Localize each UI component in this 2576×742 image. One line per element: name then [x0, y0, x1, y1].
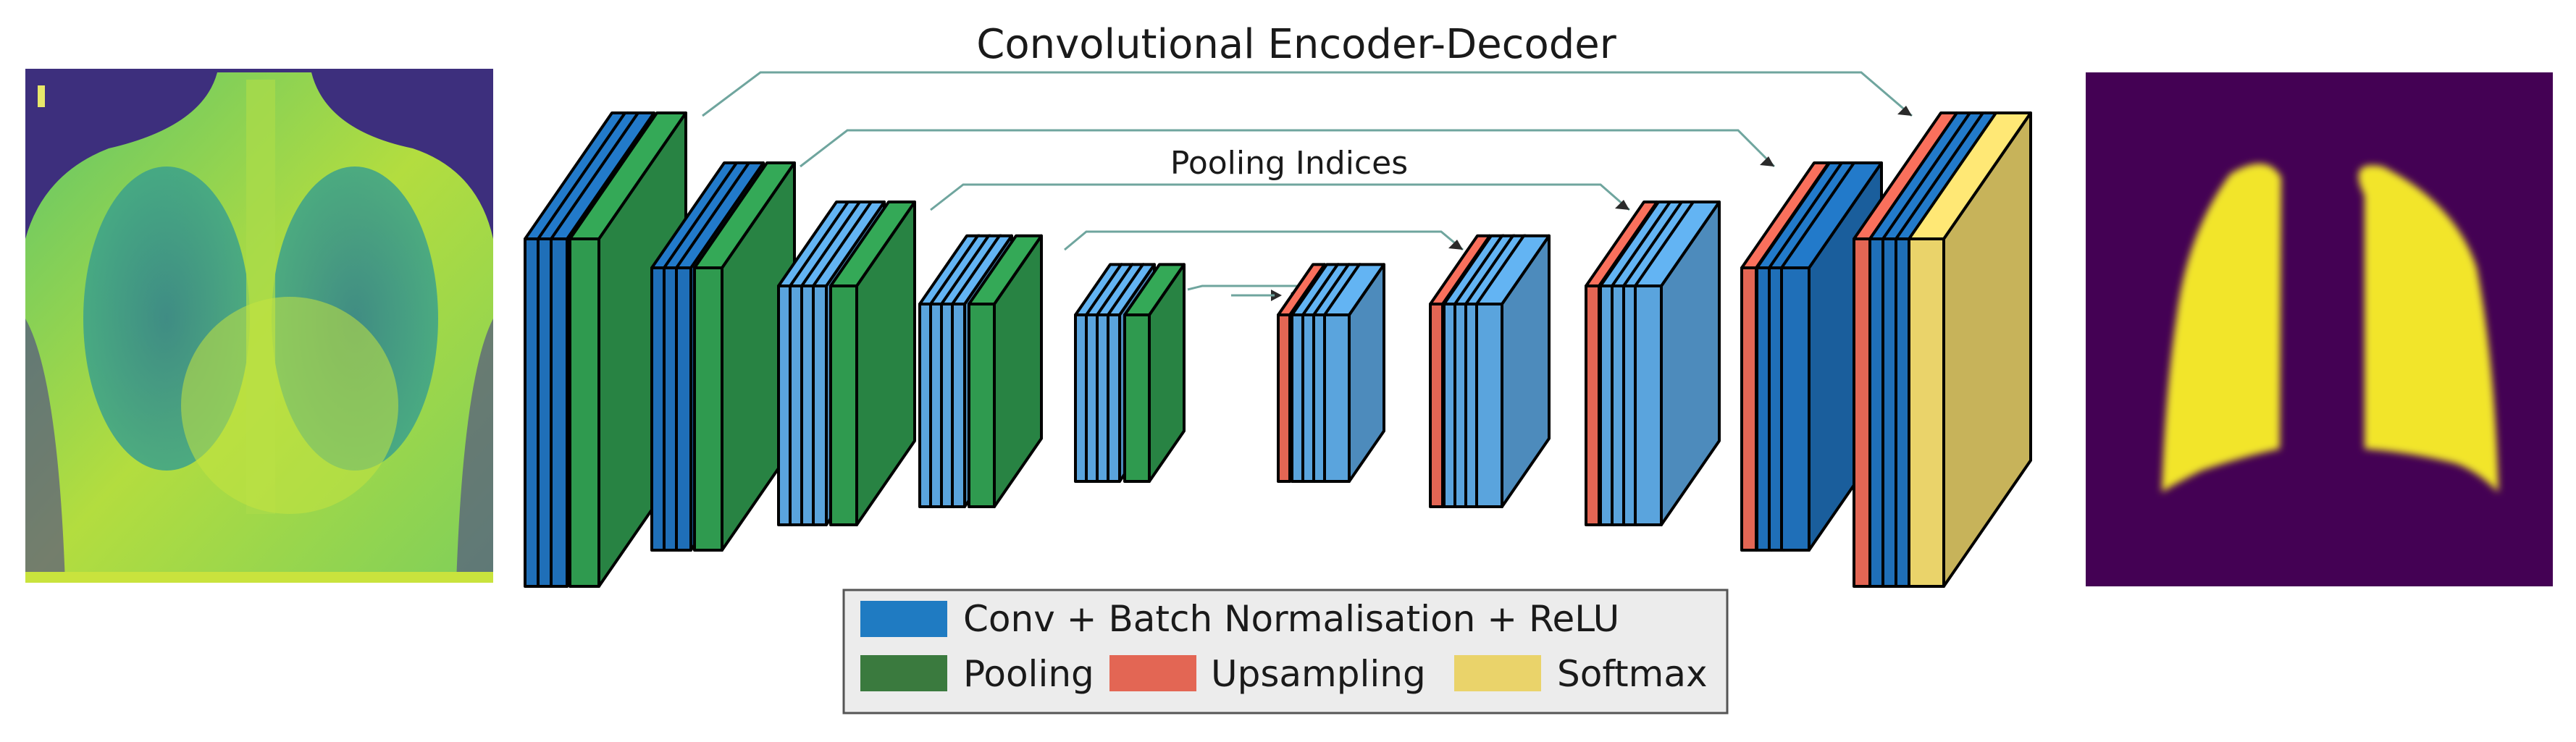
diagram-title: Convolutional Encoder-Decoder [976, 21, 1616, 68]
skip-line-2 [800, 129, 1776, 168]
encoder-block-5-layer-5-pooling [1123, 263, 1186, 483]
legend-swatch-softmax [1454, 655, 1541, 691]
left-lung-mask [2162, 164, 2281, 492]
legend-swatch-upsampling [1109, 655, 1196, 691]
skip-line-1 [702, 71, 1913, 117]
encoder-block-4-layer-5-pooling [968, 234, 1043, 508]
legend-swatch-pooling [860, 655, 947, 691]
encoder-block-3-layer-5-pooling [829, 201, 916, 526]
legend-label-pooling: Pooling [963, 653, 1094, 695]
pooling-indices-label: Pooling Indices [1170, 145, 1408, 182]
right-lung-mask [2358, 165, 2499, 493]
skip-line-4 [1064, 230, 1464, 251]
encoder-block-2-layer-4-pooling [693, 161, 796, 552]
skip-line-5 [1187, 284, 1305, 301]
legend-label-upsampling: Upsampling [1211, 653, 1426, 695]
decoder-block-1-layer-5-conv [1323, 263, 1385, 483]
decoder-block-2-layer-5-conv [1475, 234, 1551, 508]
legend-label-conv: Conv + Batch Normalisation + ReLU [963, 598, 1619, 640]
legend-label-softmax: Softmax [1557, 653, 1708, 695]
input-xray-image [25, 69, 493, 583]
skip-connections [702, 71, 1913, 301]
network-layers [524, 111, 2032, 588]
skip-line-3 [930, 183, 1630, 211]
decoder-block-5-layer-5-softmax [1908, 111, 2032, 588]
output-mask-image [2086, 72, 2553, 586]
decoder-block-3-layer-5-conv [1634, 201, 1721, 526]
legend: Conv + Batch Normalisation + ReLU Poolin… [842, 589, 1729, 714]
legend-swatch-conv [860, 601, 947, 637]
